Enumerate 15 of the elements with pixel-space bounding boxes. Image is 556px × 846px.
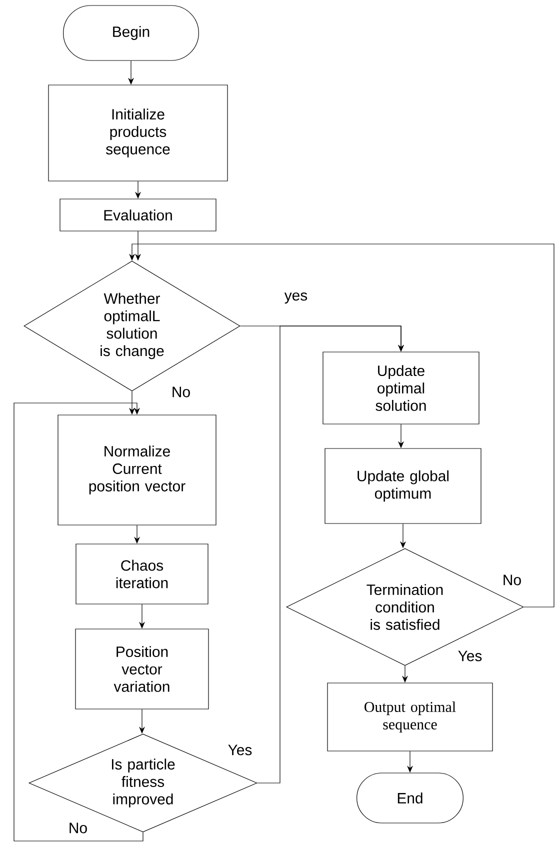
edge-label: Yes <box>456 650 484 662</box>
process-box: Chaos iteration <box>76 544 208 604</box>
arrow <box>257 326 404 784</box>
edge-label: No <box>67 822 89 834</box>
process-box: Normalize Current position vector <box>58 414 216 526</box>
arrow <box>14 402 144 842</box>
edge-label: Yes <box>226 744 254 756</box>
process-box: Initialize products sequence <box>48 84 228 182</box>
edge-label: No <box>501 574 523 586</box>
process-box: Update optimal solution <box>322 352 480 424</box>
process-box: Evaluation <box>60 198 216 232</box>
process-box: Update global optimum <box>324 448 482 524</box>
process-box: Output optimal sequence <box>327 682 493 752</box>
process-box: Position vector variation <box>75 628 209 710</box>
edge-label: yes <box>283 291 309 305</box>
